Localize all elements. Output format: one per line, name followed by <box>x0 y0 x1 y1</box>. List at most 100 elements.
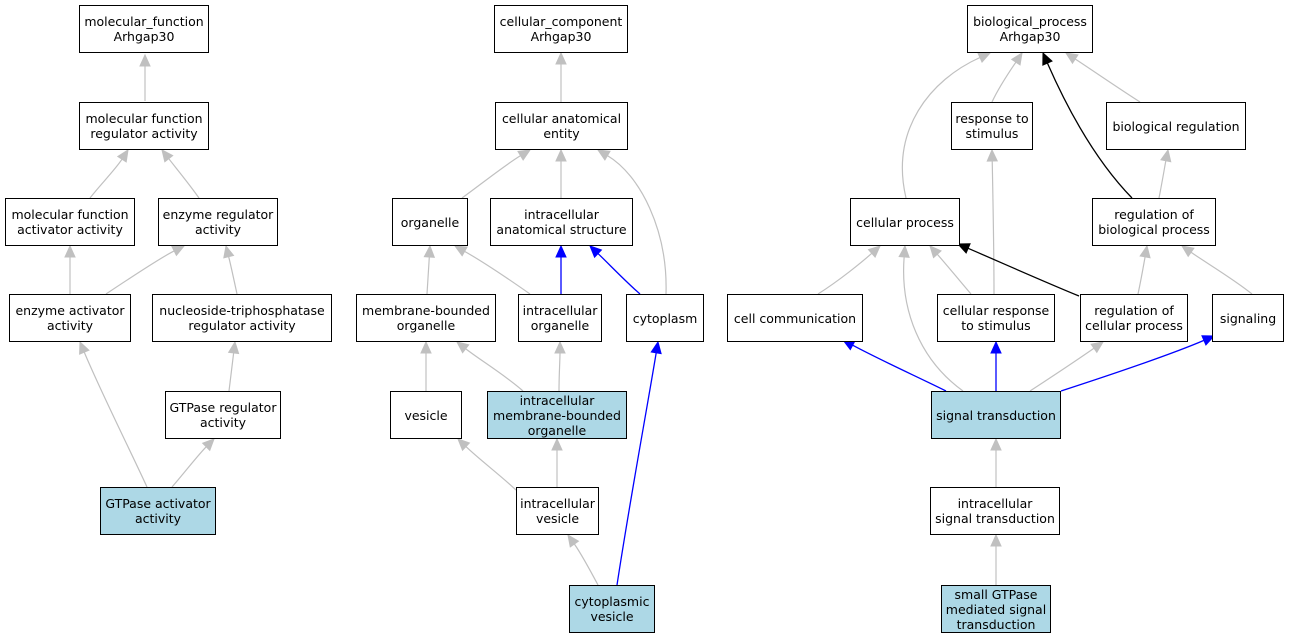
edge-crs-to-cp <box>929 245 972 295</box>
node-label: organelle <box>400 214 460 230</box>
node-st[interactable]: signal transduction <box>931 391 1061 439</box>
edge-st-to-crs <box>990 340 1002 391</box>
edge-rbp-to-breg <box>1158 148 1172 199</box>
arrowhead <box>555 148 567 162</box>
node-label: signal transduction <box>936 407 1056 423</box>
node-label: cell communication <box>733 310 857 326</box>
node-mf-act[interactable]: molecular function activator activity <box>5 198 135 246</box>
edge-gtp_act-to-gtp_reg <box>171 438 215 488</box>
node-sig[interactable]: signaling <box>1212 294 1284 342</box>
edge-line <box>991 61 1017 103</box>
node-label: intracellular organelle <box>522 303 598 333</box>
arrowhead <box>990 533 1002 547</box>
node-iv[interactable]: intracellular vesicle <box>516 487 599 535</box>
edge-st-to-cc <box>841 339 947 392</box>
edge-rbp-to-bp_root <box>1042 51 1133 199</box>
arrowhead <box>79 340 90 355</box>
edge-line <box>465 446 517 491</box>
edge-line <box>573 543 599 586</box>
arrowhead <box>551 437 563 451</box>
edge-cytoplasm-to-cae <box>596 149 667 295</box>
arrowhead <box>201 438 215 452</box>
edge-ist-to-st <box>990 437 1002 487</box>
edge-line <box>936 253 972 295</box>
edge-crs-to-rts <box>986 148 999 295</box>
edge-line <box>558 352 561 392</box>
node-rbp[interactable]: regulation of biological process <box>1092 198 1216 246</box>
node-ntp-reg[interactable]: nucleoside-triphosphatase regulator acti… <box>152 294 332 342</box>
edge-rcp-to-cp <box>956 243 1080 297</box>
node-imbo[interactable]: intracellular membrane-bounded organelle <box>487 391 627 439</box>
node-mf-root[interactable]: molecular_function Arhgap30 <box>79 5 209 53</box>
edge-ias-to-cae <box>555 148 567 198</box>
arrowhead <box>517 149 532 161</box>
node-enz-act[interactable]: enzyme activator activity <box>9 294 131 342</box>
edge-line <box>901 56 981 199</box>
node-sgmst[interactable]: small GTPase mediated signal transductio… <box>941 585 1051 633</box>
edge-line <box>1046 62 1133 199</box>
node-rcp[interactable]: regulation of cellular process <box>1080 294 1188 342</box>
edge-line <box>852 344 947 392</box>
edge-gtp_act-to-enz_act <box>79 340 148 488</box>
node-organelle[interactable]: organelle <box>392 198 468 246</box>
node-label: enzyme activator activity <box>15 303 125 333</box>
node-enz-reg[interactable]: enzyme regulator activity <box>158 198 278 246</box>
edge-line <box>461 155 521 199</box>
edge-line <box>105 250 175 295</box>
arrowhead <box>423 244 436 258</box>
edge-enz_act-to-enz_reg <box>105 245 186 295</box>
arrowhead <box>1139 244 1151 259</box>
node-cae[interactable]: cellular anatomical entity <box>495 102 628 150</box>
node-bp-root[interactable]: biological_process Arhgap30 <box>967 5 1093 53</box>
edge-line <box>228 352 235 392</box>
arrowhead <box>139 53 151 67</box>
arrowhead <box>227 340 240 355</box>
edge-line <box>171 446 207 488</box>
edge-imbo-to-mbo <box>456 341 524 392</box>
edge-rts-to-bp_root <box>991 51 1023 103</box>
node-mbo[interactable]: membrane-bounded organelle <box>356 294 496 342</box>
arrowhead <box>596 149 611 161</box>
node-cc-root[interactable]: cellular_component Arhgap30 <box>494 5 628 53</box>
edge-line <box>616 352 657 586</box>
edge-iv-to-imbo <box>551 437 563 488</box>
arrowhead <box>990 340 1002 354</box>
edge-line <box>83 351 148 488</box>
node-vesicle[interactable]: vesicle <box>390 391 462 439</box>
edge-line <box>1060 339 1205 392</box>
node-ias[interactable]: intracellular anatomical structure <box>490 198 633 246</box>
edge-vesicle-to-mbo <box>420 340 432 391</box>
arrowhead <box>956 243 971 254</box>
node-label: cellular response to stimulus <box>942 303 1050 333</box>
edge-line <box>597 253 641 295</box>
node-crs[interactable]: cellular response to stimulus <box>937 294 1055 342</box>
node-breg[interactable]: biological regulation <box>1106 102 1246 150</box>
node-rts[interactable]: response to stimulus <box>951 102 1033 150</box>
node-gtp-act[interactable]: GTPase activator activity <box>100 487 216 535</box>
edge-sig-to-rbp <box>1181 245 1253 295</box>
node-cp[interactable]: cellular process <box>850 198 960 246</box>
node-gtp-reg[interactable]: GTPase regulator activity <box>165 391 281 439</box>
arrowhead <box>589 245 603 259</box>
edge-cae-to-cc_root <box>555 51 567 102</box>
node-label: molecular_function Arhgap30 <box>84 14 204 44</box>
node-label: membrane-bounded organelle <box>362 303 490 333</box>
node-cc[interactable]: cell communication <box>727 294 863 342</box>
edge-line <box>426 256 430 295</box>
node-label: nucleoside-triphosphatase regulator acti… <box>159 303 325 333</box>
arrowhead <box>1181 245 1195 258</box>
node-mf-reg[interactable]: molecular function regulator activity <box>79 102 209 150</box>
edge-sgmst-to-ist <box>990 533 1002 585</box>
node-label: molecular function activator activity <box>11 207 129 237</box>
edge-enz_act-to-mf_act <box>64 244 76 294</box>
arrowhead <box>453 245 468 257</box>
node-cytoplasm[interactable]: cytoplasm <box>626 294 704 342</box>
edge-line <box>1074 58 1141 103</box>
node-cv[interactable]: cytoplasmic vesicle <box>569 585 655 633</box>
edge-line <box>903 256 964 392</box>
node-label: biological_process Arhgap30 <box>973 14 1087 44</box>
node-ist[interactable]: intracellular signal transduction <box>930 487 1060 535</box>
edge-line <box>817 252 873 295</box>
arrowhead <box>116 148 129 163</box>
node-io[interactable]: intracellular organelle <box>518 294 602 342</box>
